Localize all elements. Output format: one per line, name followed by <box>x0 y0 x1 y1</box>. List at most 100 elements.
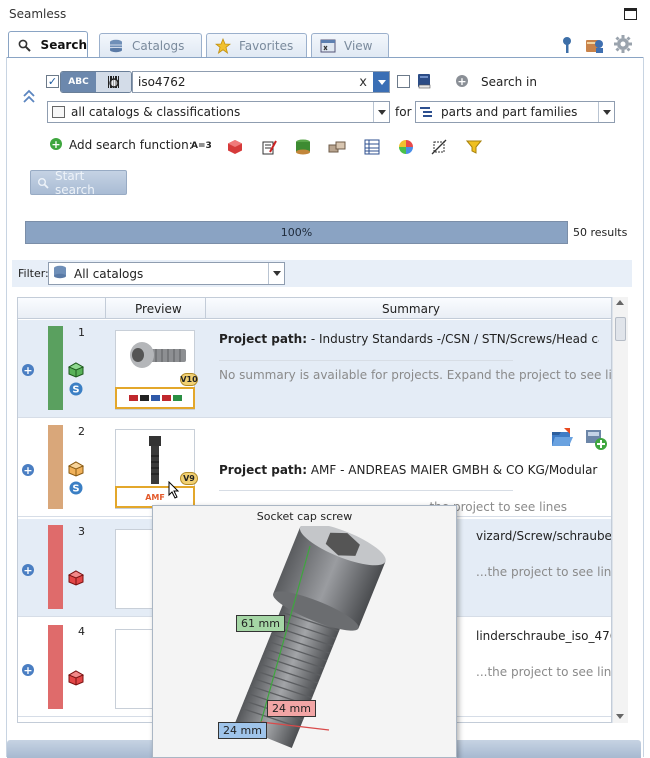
add-to-cart-icon[interactable] <box>584 427 608 451</box>
results-scrollbar[interactable] <box>612 297 628 723</box>
mouse-cursor-icon <box>168 480 180 502</box>
pin-icon[interactable] <box>560 36 574 54</box>
row-color-bar <box>48 326 63 410</box>
row-number: 3 <box>78 525 85 538</box>
search-icon <box>37 177 49 189</box>
window-title: Seamless <box>9 7 67 21</box>
row-color-bar <box>48 525 63 609</box>
expand-row-2-icon[interactable]: + <box>22 463 34 477</box>
progress-label: 100% <box>280 226 313 239</box>
row-color-bar <box>48 425 63 509</box>
catalog-scope-dropdown[interactable] <box>373 102 389 122</box>
list-icon <box>420 106 434 118</box>
dimension-label-length: 24 mm <box>267 700 316 717</box>
seamless-status-icon: S <box>69 382 83 399</box>
search-input[interactable]: iso4762 x <box>132 71 390 93</box>
gear-icon[interactable] <box>613 34 633 54</box>
attribute-search-icon[interactable]: A=3 <box>191 141 212 151</box>
scroll-down-icon[interactable] <box>616 714 624 719</box>
title-bar: Seamless <box>0 0 650 28</box>
catalogs-icon <box>52 265 68 282</box>
preview-popup: Socket cap screw 61 mm 24 mm 24 mm <box>152 505 457 758</box>
summary-note: ...the project to see lines <box>476 565 612 579</box>
abc-mode-button[interactable]: ABC <box>61 72 96 92</box>
color-wheel-icon[interactable] <box>398 139 414 155</box>
clear-search-icon[interactable]: x <box>359 75 367 90</box>
collapse-toggle-icon[interactable] <box>22 88 36 105</box>
search-target-dropdown[interactable] <box>598 102 614 122</box>
maximize-button[interactable] <box>624 8 637 20</box>
tab-view[interactable]: View <box>311 33 389 58</box>
book-icon[interactable] <box>415 72 433 90</box>
project-path-value: AMF - ANDREAS MAIER GMBH & CO KG/Modular… <box>307 463 599 477</box>
summary-note: ...the project to see lines <box>476 665 612 679</box>
tab-label: Search <box>40 38 87 52</box>
search-history-dropdown[interactable] <box>373 72 389 92</box>
flags-icon <box>115 387 195 409</box>
version-badge: V9 <box>180 472 198 485</box>
search-progress-bar: 100% <box>25 221 568 244</box>
scroll-thumb[interactable] <box>615 317 626 341</box>
search-target-select[interactable]: parts and part families <box>415 101 615 123</box>
row-color-bar <box>48 625 63 709</box>
tab-catalogs[interactable]: Catalogs <box>99 33 202 58</box>
search-target-value: parts and part families <box>441 105 578 119</box>
dimension-search-icon[interactable] <box>431 139 447 155</box>
dimension-label-height: 61 mm <box>236 615 285 632</box>
filter-value: All catalogs <box>74 266 144 281</box>
project-path-value: linderschraube_iso_476... <box>476 629 611 643</box>
column-header-preview[interactable]: Preview <box>135 302 182 316</box>
catalogs-icon <box>108 38 124 54</box>
barcode-mode-icon[interactable] <box>96 72 131 92</box>
scroll-up-icon[interactable] <box>616 300 624 305</box>
part-family-icon <box>67 461 85 480</box>
dimension-label-width: 24 mm <box>218 722 267 739</box>
catalog-scope-value: all catalogs & classifications <box>71 105 241 119</box>
tab-search[interactable]: Search <box>8 31 88 58</box>
tab-label: Favorites <box>239 39 294 53</box>
row-number: 2 <box>78 425 85 438</box>
geometry-search-icon[interactable] <box>227 139 243 155</box>
start-search-label: Start search <box>55 168 95 197</box>
sketch-search-icon[interactable] <box>261 139 277 155</box>
filter-dropdown[interactable] <box>268 263 284 284</box>
project-path-value: - Industry Standards -/CSN / STN/Screws/… <box>310 332 599 346</box>
view-icon <box>320 38 336 54</box>
add-search-in-icon[interactable]: + <box>456 74 468 88</box>
search-query: iso4762 <box>138 75 186 89</box>
tab-favorites[interactable]: Favorites <box>206 33 307 58</box>
part-icon <box>67 570 85 589</box>
result-row-2[interactable]: 2 S V9 AMF Project path: AMF - ANDREAS M… <box>18 419 611 517</box>
color-search-icon[interactable] <box>294 138 312 156</box>
part-icon <box>67 670 85 689</box>
expand-row-3-icon[interactable]: + <box>22 563 34 577</box>
result-row-1[interactable]: 1 S V10 Project path: - Industry Standar… <box>18 320 611 418</box>
expand-row-1-icon[interactable]: + <box>22 363 34 377</box>
catalog-scope-select[interactable]: all catalogs & classifications <box>47 101 390 123</box>
row-number: 4 <box>78 625 85 638</box>
svg-text:S: S <box>72 385 79 396</box>
assembly-search-icon[interactable] <box>328 140 346 154</box>
filter-function-icon[interactable] <box>465 139 483 155</box>
catalog-scope-icon <box>52 106 65 118</box>
results-count: 50 results <box>573 226 628 239</box>
search-mode-toggle[interactable]: ABC <box>60 71 132 93</box>
star-icon <box>215 38 231 54</box>
open-folder-icon[interactable] <box>550 427 574 449</box>
tab-label: View <box>344 39 373 53</box>
popup-title: Socket cap screw <box>256 510 353 523</box>
project-path-label: Project path: <box>219 463 308 477</box>
preview-thumbnail[interactable]: V10 <box>115 330 198 410</box>
start-search-button[interactable]: Start search <box>30 168 127 197</box>
preview-thumbnail[interactable]: V9 AMF <box>115 429 198 509</box>
table-search-icon[interactable] <box>364 139 380 155</box>
search-in-checkbox[interactable] <box>397 75 410 88</box>
version-badge: V10 <box>180 373 198 386</box>
column-header-summary[interactable]: Summary <box>382 302 440 316</box>
search-in-label: Search in <box>481 75 537 89</box>
part-family-icon <box>67 362 85 381</box>
enable-text-search-checkbox[interactable]: ✓ <box>46 75 59 88</box>
expand-row-4-icon[interactable]: + <box>22 663 34 677</box>
filter-select[interactable]: All catalogs <box>48 262 285 285</box>
user-settings-icon[interactable] <box>585 36 605 54</box>
